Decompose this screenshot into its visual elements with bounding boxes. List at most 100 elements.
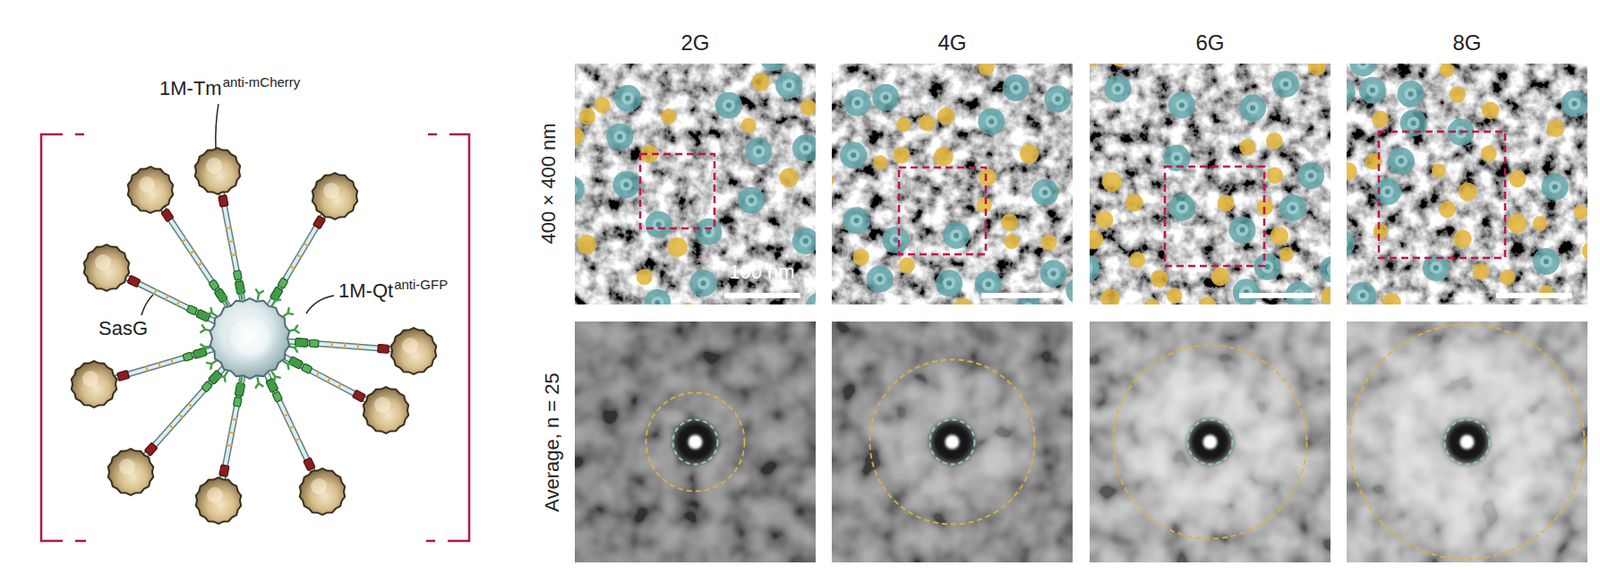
yellow-particle [1216,194,1234,212]
green-block [308,339,319,348]
teal-particle-core [1079,262,1093,275]
teal-particle-core [882,94,889,101]
average-halo [1108,340,1312,544]
bead-highlight [310,478,327,495]
rod-mark [231,419,238,420]
green-block [182,351,194,361]
teal-particle-core [624,95,631,102]
red-block [377,343,390,353]
teal-particle-core [1334,237,1348,250]
micrograph-panel [816,59,1093,323]
teal-particle-core [953,232,959,239]
bead-particle [363,386,409,434]
bead-highlight [138,176,155,193]
rod-mark [229,431,235,433]
teal-particle-core [1369,87,1376,94]
core-particle [210,298,291,379]
teal-particle [614,85,642,112]
teal-particle-core [1022,302,1036,316]
yellow-particle [1573,205,1588,220]
micrograph-noise [1089,63,1331,305]
average-halo [865,355,1039,529]
teal-particle-core [701,280,707,286]
teal-particle-core [1042,189,1048,196]
teal-particle-core [1170,151,1183,164]
yellow-particle [977,59,994,76]
rod-mark [357,343,360,350]
teal-particle-core [752,145,765,158]
teal-particle [557,175,585,203]
leader-line [306,295,334,314]
teal-particle-core [1407,116,1421,129]
red-block [218,195,229,207]
teal-particle-core [803,145,809,151]
bead-particle [71,360,117,408]
yellow-particle [1438,200,1456,218]
scale-bar [981,292,1058,299]
average-core [1445,420,1489,464]
yellow-particle [1040,234,1057,251]
bead-particle [299,468,345,515]
green-block [201,380,214,393]
row-label: 400 × 400 nm [537,122,560,244]
part-label-group: 1M-Qtanti-GFP [338,279,448,302]
teal-particle-core [942,276,956,290]
teal-particle-core [1013,85,1019,91]
teal-particle-core [1338,240,1344,247]
bead-highlight [402,337,419,354]
teal-particle-core [1026,306,1032,312]
teal-particle-core [650,296,664,309]
teal-particle-core [855,100,861,106]
yellow-particle [933,146,953,166]
teal-particle-core [1326,263,1340,276]
average-noise [831,321,1073,563]
teal-particle-core [1009,81,1023,95]
row-label: Average, n = 25 [540,372,564,513]
average-core [931,420,975,464]
rod-mark [316,371,320,377]
teal-particle-core [770,54,777,60]
dashed-bracket [41,134,86,541]
rod-mark [197,262,203,266]
teal-particle [760,43,788,71]
rod-mark [343,342,346,349]
teal-particle [792,134,820,162]
teal-particle [1359,77,1387,104]
bead-particle [391,327,437,375]
teal-particle [844,89,872,117]
teal-particle [1228,216,1256,244]
teal-particle [744,137,772,165]
antibody-mark [254,376,264,387]
green-block [300,363,313,375]
average-panel [1089,321,1331,563]
teal-particle [1532,248,1560,275]
teal-particle [872,84,899,112]
teal-particle [1239,94,1267,122]
average-bg [1089,321,1331,563]
teal-particle [1560,90,1588,118]
yellow-particle [1210,267,1230,287]
green-block [186,304,198,316]
micrograph-panel [1072,48,1346,317]
micrograph-noise [574,63,816,305]
yellow-particle [1198,296,1216,314]
yellow-particle [1095,210,1114,229]
yellow-particle [1110,48,1129,67]
teal-particle-core [722,99,736,112]
yellow-particle [1382,292,1402,312]
teal-particle-core [949,229,963,242]
yellow-particle [918,114,935,131]
column-header: 8G [1452,30,1481,56]
teal-particle [805,292,833,320]
rod-mark [327,377,331,383]
teal-particle-core [854,217,860,223]
teal-particle-core [1429,261,1443,274]
teal-particle [1328,78,1356,106]
teal-particle [942,222,970,249]
average-core [1189,420,1233,464]
teal-particle-core [1408,91,1414,97]
rod-mark [303,243,309,247]
yellow-particle [893,146,911,164]
teal-particle-core [705,229,711,235]
